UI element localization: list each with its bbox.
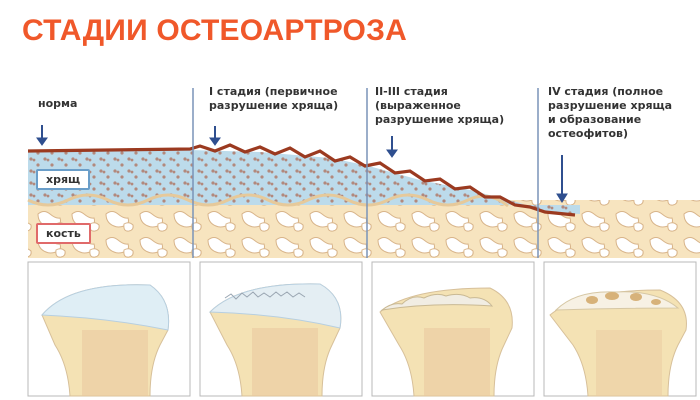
bone-panel-normal (27, 261, 191, 397)
stage-1-line2: разрушение хряща) (209, 99, 339, 112)
arrow-icon (209, 126, 221, 146)
stage-1-label: I стадия (первичное разрушение хряща) (209, 85, 338, 113)
arrow-icon (386, 136, 398, 158)
bone-panel-stage1 (199, 261, 363, 397)
stage-4-line2: разрушение хряща (548, 99, 673, 112)
stage-2-3-label: II-III стадия (выраженное разрушение хря… (375, 85, 504, 127)
stage-2-3-line1: II-III стадия (375, 85, 448, 98)
arrow-icon (556, 155, 568, 203)
stage-4-line1: IV стадия (полное (548, 85, 664, 98)
stage-2-3-line2: (выраженное (375, 99, 461, 112)
cartilage-bone-boundary (27, 193, 509, 208)
stage-4-label: IV стадия (полное разрушение хряща и обр… (548, 85, 672, 141)
stage-4-line4: остеофитов) (548, 127, 629, 140)
page-title: СТАДИИ ОСТЕОАРТРОЗА (22, 14, 407, 47)
arrow-icon (36, 125, 48, 146)
stage-2-3-line3: разрушение хряща) (375, 113, 505, 126)
stage-1-line1: I стадия (первичное (209, 85, 338, 98)
stage-4-line3: и образование (548, 113, 642, 126)
bone-layer (28, 200, 700, 258)
label-bone: кость (36, 223, 91, 244)
label-cartilage: хрящ (36, 169, 91, 190)
bone-panel-stage4 (543, 261, 697, 397)
label-norm: норма (38, 97, 78, 110)
bone-panel-stage2-3 (371, 261, 535, 397)
